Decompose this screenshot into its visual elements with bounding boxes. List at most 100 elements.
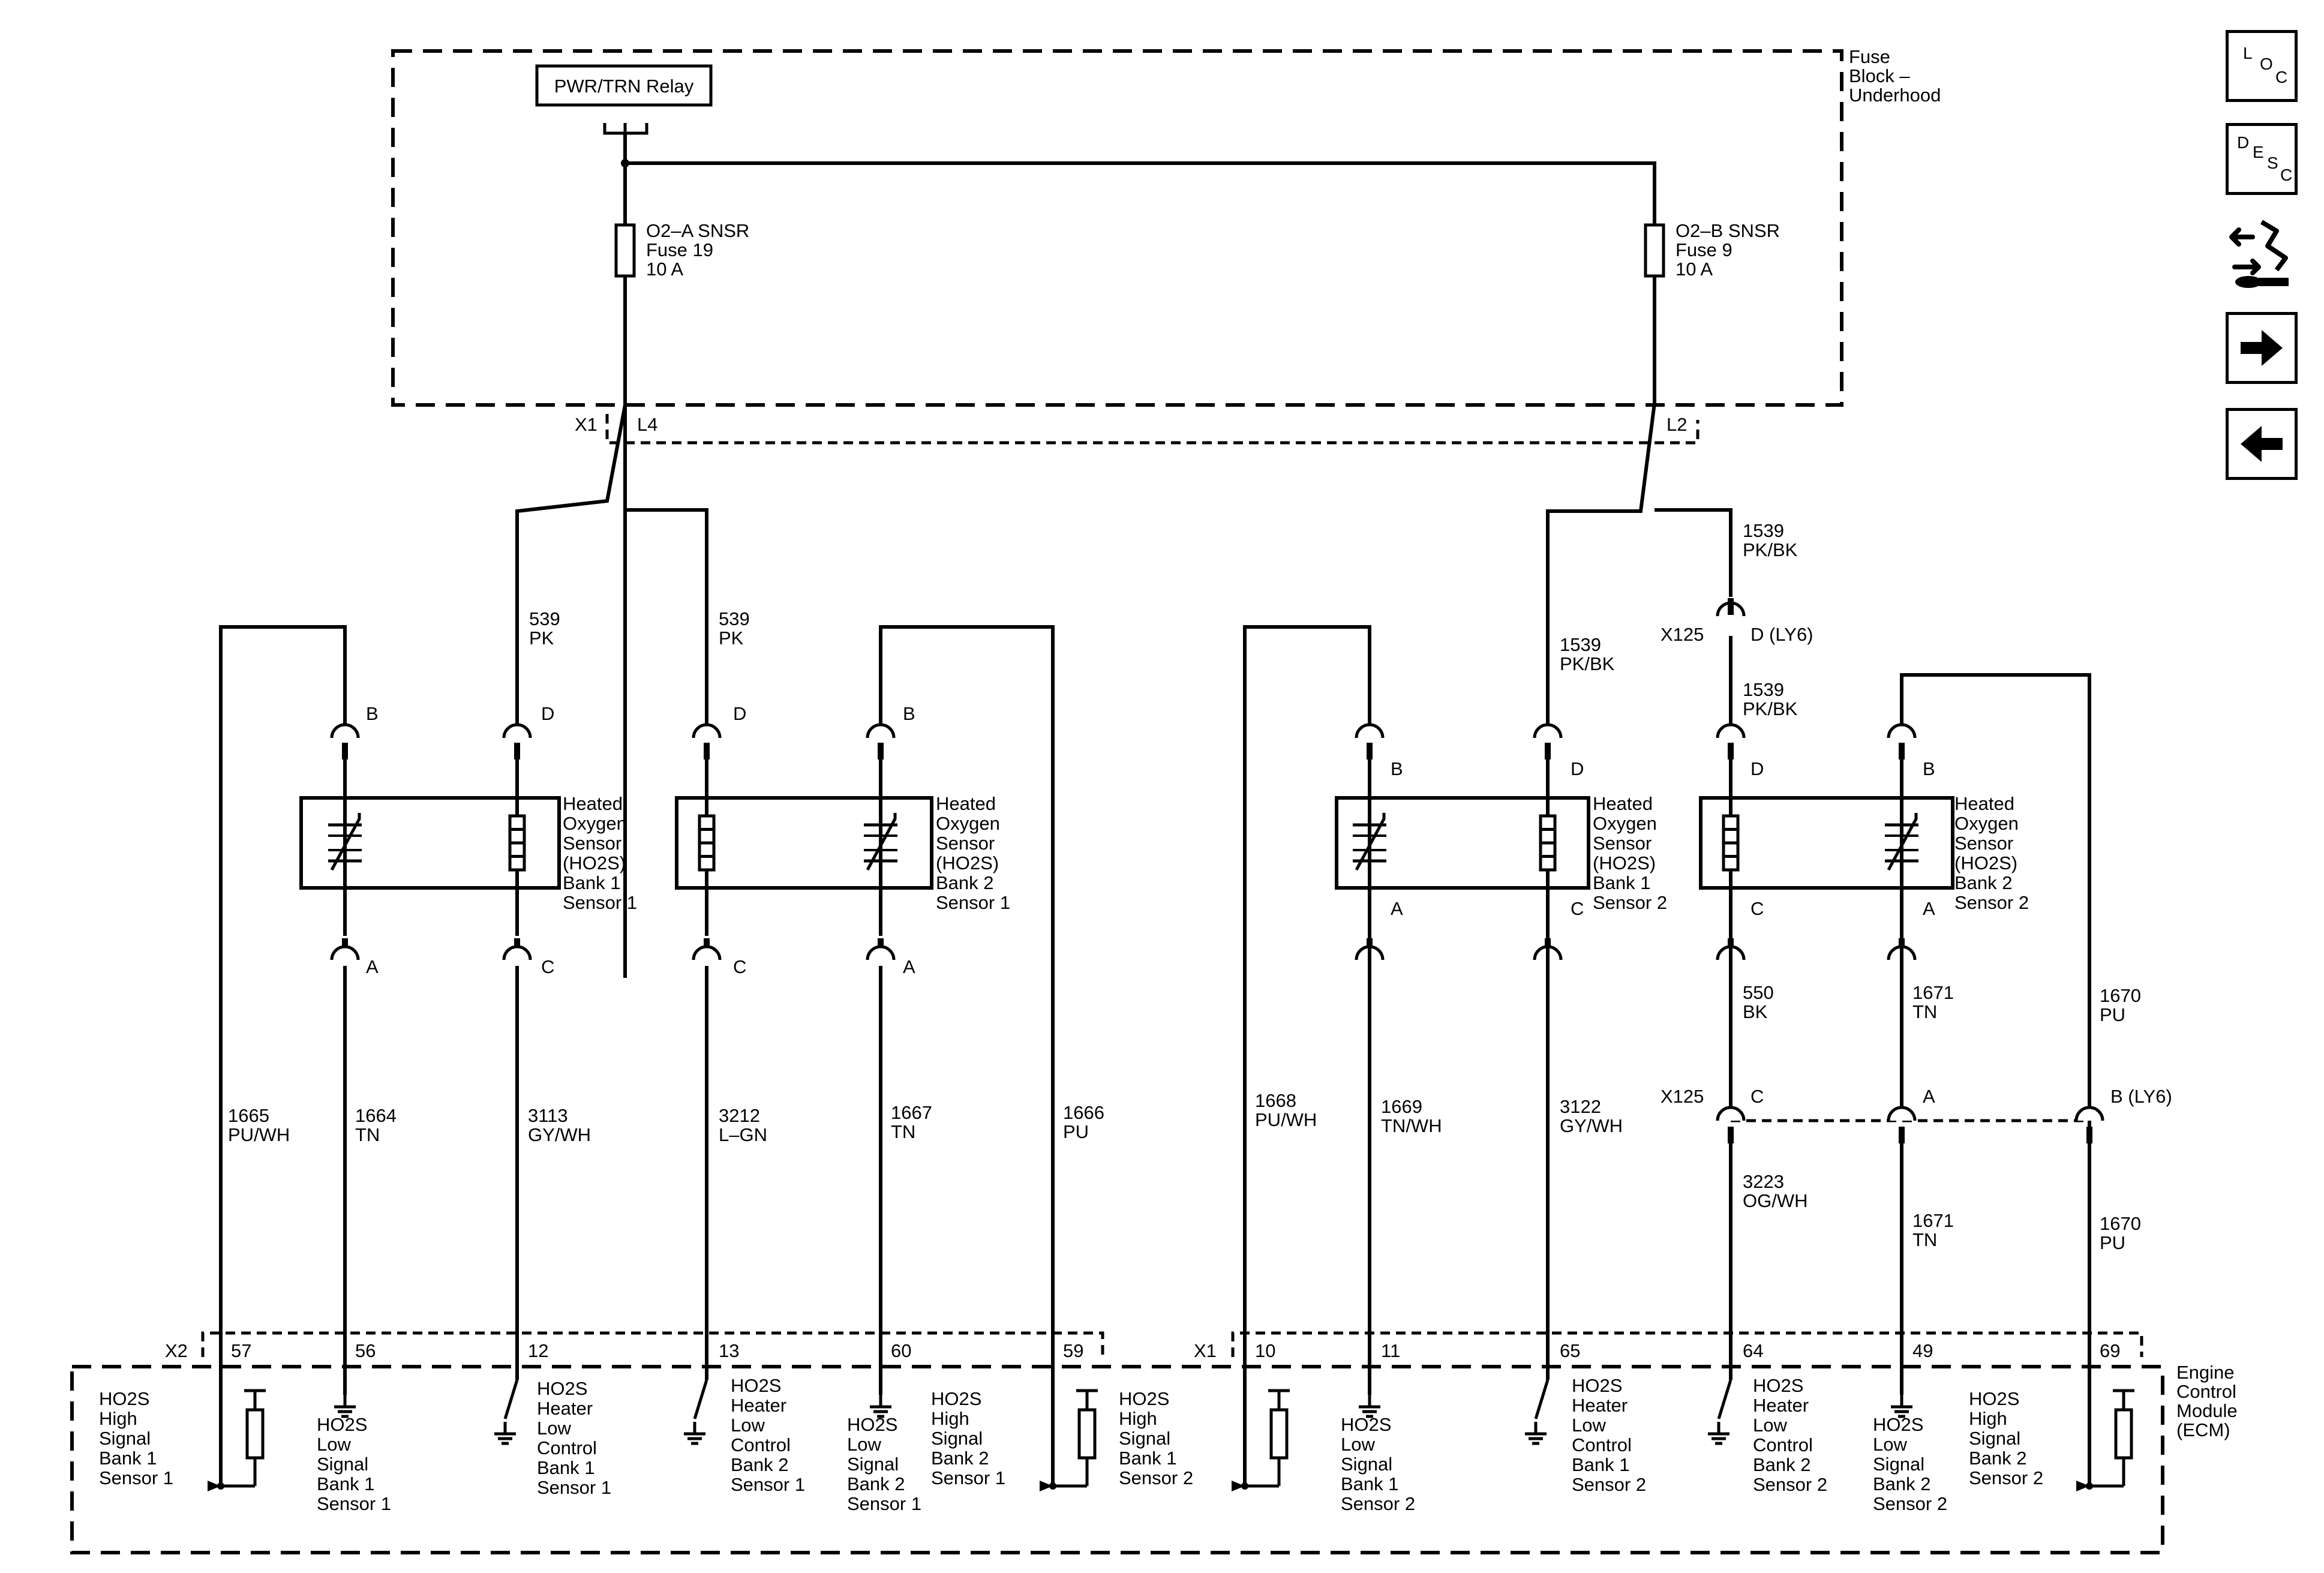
connector-terminal xyxy=(1716,723,1746,739)
svg-text:Bank 2: Bank 2 xyxy=(1954,872,2013,893)
sensor-b2s1 xyxy=(675,723,933,960)
svg-text:L–GN: L–GN xyxy=(719,1124,767,1145)
svg-text:(ECM): (ECM) xyxy=(2176,1419,2230,1440)
svg-text:Module: Module xyxy=(2176,1400,2238,1421)
sensor-diagonal xyxy=(1355,813,1386,871)
schematic-flow-icon[interactable] xyxy=(2226,213,2298,291)
svg-text:O2–B SNSR: O2–B SNSR xyxy=(1676,220,1780,241)
connector-terminal xyxy=(866,723,896,739)
svg-text:O2–A SNSR: O2–A SNSR xyxy=(646,220,749,241)
resistor xyxy=(1077,1408,1097,1460)
svg-text:Heated: Heated xyxy=(1954,793,2014,814)
desc-button[interactable]: D E S C xyxy=(2226,123,2298,195)
svg-text:Sensor 2: Sensor 2 xyxy=(1593,892,1667,913)
svg-text:Heater: Heater xyxy=(1753,1395,1809,1416)
svg-text:Bank 2: Bank 2 xyxy=(1969,1448,2027,1469)
svg-text:Sensor: Sensor xyxy=(936,833,995,854)
fuse-block-title: Fuse Block – Underhood xyxy=(1849,46,1941,106)
svg-text:Sensor 2: Sensor 2 xyxy=(1969,1467,2043,1488)
ecm-label-ht-b1s2: HO2S Heater Low Control Bank 1 Sensor 2 xyxy=(1572,1375,1646,1495)
svg-text:HO2S: HO2S xyxy=(317,1414,367,1435)
sensors-layer xyxy=(299,723,1954,960)
svg-text:L2: L2 xyxy=(1667,414,1687,435)
svg-text:X1: X1 xyxy=(575,414,597,435)
svg-text:Sensor: Sensor xyxy=(563,833,621,854)
connector-x1-fuse: X1 L4 L2 xyxy=(575,414,1700,445)
svg-text:Sensor 2: Sensor 2 xyxy=(1119,1467,1193,1488)
connector-terminal xyxy=(1887,723,1917,739)
svg-text:PK/BK: PK/BK xyxy=(1560,653,1615,674)
svg-text:60: 60 xyxy=(891,1340,911,1361)
svg-text:Control: Control xyxy=(537,1437,597,1458)
svg-text:3223: 3223 xyxy=(1743,1171,1784,1192)
ecm-low-signal xyxy=(870,1362,891,1418)
ecm-label-hi-b1s2: HO2S High Signal Bank 1 Sensor 2 xyxy=(1119,1388,1193,1488)
svg-text:Sensor: Sensor xyxy=(1954,833,2013,854)
svg-text:X2: X2 xyxy=(165,1340,188,1361)
fuse-block: Fuse Block – Underhood PWR/TRN Relay O2–… xyxy=(391,46,1941,978)
svg-text:HO2S: HO2S xyxy=(731,1375,781,1396)
svg-text:1666: 1666 xyxy=(1063,1102,1104,1123)
svg-text:Control: Control xyxy=(1572,1434,1632,1455)
svg-text:Heater: Heater xyxy=(1572,1395,1628,1416)
svg-text:PK: PK xyxy=(529,628,554,649)
svg-text:(HO2S): (HO2S) xyxy=(563,852,626,873)
svg-text:Sensor 1: Sensor 1 xyxy=(537,1477,611,1498)
svg-text:Sensor 1: Sensor 1 xyxy=(847,1493,921,1514)
connector-terminal xyxy=(502,723,532,739)
svg-text:C: C xyxy=(1750,1086,1764,1107)
prev-arrow-button[interactable] xyxy=(2226,408,2298,480)
connector-terminal xyxy=(866,945,896,960)
wire-1539-mid-label: 1539 PK/BK xyxy=(1743,679,1798,719)
svg-text:Low: Low xyxy=(1873,1434,1907,1455)
ecm-high-signal xyxy=(208,1323,266,1491)
svg-text:PK: PK xyxy=(719,628,744,649)
svg-text:HO2S: HO2S xyxy=(1753,1375,1803,1396)
svg-text:1664: 1664 xyxy=(355,1105,397,1126)
svg-text:Fuse 9: Fuse 9 xyxy=(1676,239,1733,260)
arrow-left-icon xyxy=(2241,426,2283,462)
ecm-low-signal xyxy=(1891,1362,1912,1418)
svg-text:High: High xyxy=(931,1408,969,1429)
svg-text:Control: Control xyxy=(731,1434,791,1455)
connector-pin xyxy=(342,743,348,760)
svg-text:PU/WH: PU/WH xyxy=(1255,1109,1317,1130)
ecm-high-signal xyxy=(1232,1323,1290,1491)
svg-text:Fuse: Fuse xyxy=(1849,46,1890,67)
svg-text:PU: PU xyxy=(2100,1004,2125,1025)
fuse-o2a-snsr: O2–A SNSR Fuse 19 10 A xyxy=(614,220,749,280)
svg-text:12: 12 xyxy=(528,1340,548,1361)
loc-button[interactable]: L O C xyxy=(2226,30,2298,102)
svg-text:D: D xyxy=(541,703,554,724)
ecm-title: Engine Control Module (ECM) xyxy=(2176,1362,2238,1440)
ecm-high-signal xyxy=(1040,1323,1098,1491)
svg-text:59: 59 xyxy=(1063,1340,1083,1361)
connector-pin xyxy=(1367,743,1373,760)
connector-x125-mid: X125 C A B (LY6) xyxy=(1661,1086,2172,1143)
ecm-label-ht-b1s1: HO2S Heater Low Control Bank 1 Sensor 1 xyxy=(537,1378,611,1498)
top-wiring-left xyxy=(515,404,708,729)
svg-text:11: 11 xyxy=(1381,1340,1400,1361)
svg-text:D: D xyxy=(1571,758,1584,779)
next-arrow-button[interactable] xyxy=(2226,312,2298,384)
connector-terminal xyxy=(502,945,532,960)
arrow-icon xyxy=(208,1481,221,1491)
svg-text:Bank 1: Bank 1 xyxy=(99,1448,157,1469)
svg-text:Low: Low xyxy=(537,1418,571,1439)
connector-pin xyxy=(878,743,884,760)
svg-text:49: 49 xyxy=(1912,1340,1933,1361)
ecm-heater-switch xyxy=(1708,1368,1733,1445)
svg-text:HO2S: HO2S xyxy=(1873,1414,1923,1435)
svg-text:Sensor 1: Sensor 1 xyxy=(563,892,637,913)
svg-text:3113: 3113 xyxy=(528,1105,568,1126)
svg-text:Bank 2: Bank 2 xyxy=(731,1454,789,1475)
svg-text:L4: L4 xyxy=(637,414,657,435)
desc-letter-e: E xyxy=(2253,143,2264,161)
svg-text:A: A xyxy=(366,956,379,977)
connector-pin xyxy=(514,743,520,760)
svg-text:Signal: Signal xyxy=(1969,1428,2020,1449)
svg-text:PWR/TRN Relay: PWR/TRN Relay xyxy=(554,76,694,97)
connector-terminal xyxy=(692,945,722,960)
sensor-label-b2s2: Heated Oxygen Sensor (HO2S) Bank 2 Senso… xyxy=(1954,793,2029,913)
arrow-icon xyxy=(1040,1481,1053,1491)
